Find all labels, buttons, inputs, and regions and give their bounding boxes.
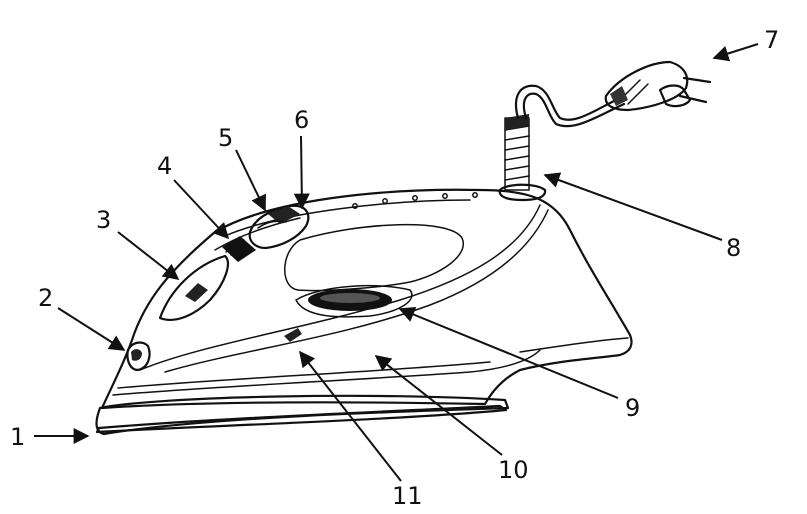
- water-fill-cap: [158, 254, 229, 321]
- callout-7: 7: [764, 26, 779, 54]
- callout-labels: 1 2 3 4 5 6 7 8 9 10 11: [10, 26, 779, 510]
- self-clean-button: [284, 328, 302, 342]
- callout-10: 10: [498, 456, 529, 484]
- power-cord: [514, 84, 622, 121]
- callout-11: 11: [392, 482, 423, 510]
- leader-6: [293, 135, 310, 210]
- water-window: [295, 284, 413, 318]
- control-buttons: [248, 204, 310, 250]
- leader-7: [712, 43, 759, 62]
- leader-4: [173, 179, 230, 240]
- cord-guard: [498, 114, 547, 202]
- callout-6: 6: [294, 106, 309, 134]
- leader-lines: [34, 43, 759, 482]
- callout-9: 9: [625, 394, 640, 422]
- rim-dots: [352, 192, 478, 209]
- leader-2: [57, 307, 126, 351]
- callout-8: 8: [726, 234, 741, 262]
- soleplate: [95, 394, 510, 436]
- leader-10: [374, 355, 503, 456]
- leader-9: [398, 307, 619, 399]
- steam-control: [222, 236, 256, 262]
- callout-1: 1: [10, 423, 25, 451]
- spray-nozzle: [126, 341, 151, 372]
- leader-8: [543, 172, 723, 241]
- power-plug: [604, 60, 712, 112]
- callout-5: 5: [218, 124, 233, 152]
- leader-5: [235, 149, 266, 212]
- callout-3: 3: [96, 206, 111, 234]
- leader-11: [299, 350, 402, 482]
- leader-3: [117, 231, 180, 280]
- callout-2: 2: [38, 284, 53, 312]
- callout-4: 4: [157, 152, 172, 180]
- iron-body: [100, 188, 633, 410]
